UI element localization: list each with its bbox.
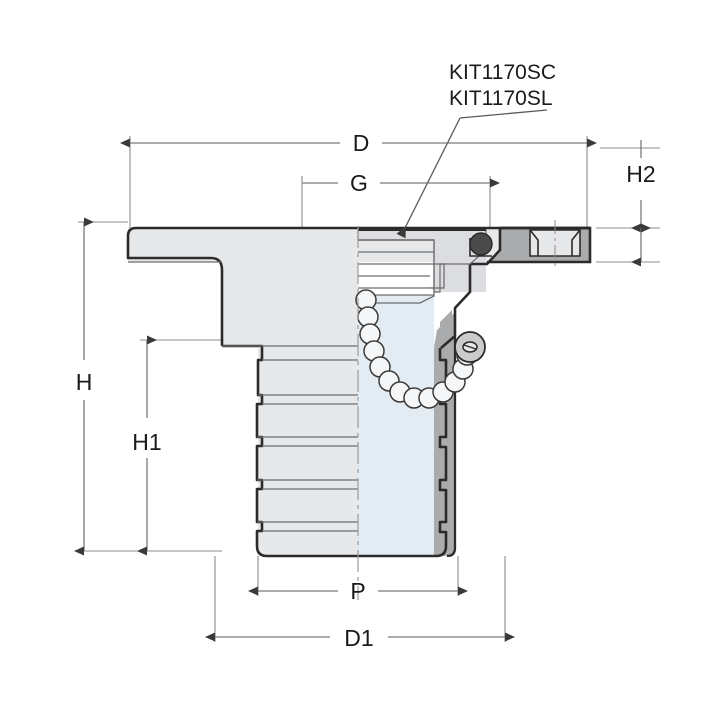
inner-barb-outline-right — [358, 348, 448, 558]
dimension-H1: H1 — [132, 335, 162, 556]
part-label-kit1170sc: KIT1170SC — [449, 61, 556, 84]
dimension-P: P — [248, 578, 468, 604]
right-outer-edge-fillet — [446, 547, 457, 558]
oring-groove — [469, 238, 492, 257]
dimension-label-H2: H2 — [626, 161, 655, 187]
dimension-label-H1: H1 — [132, 429, 161, 455]
dimension-label-G: G — [350, 170, 368, 196]
hose-barb-left — [258, 348, 358, 555]
bolt-hole-chamfer-right — [571, 229, 581, 256]
right-wall-upper — [440, 228, 590, 345]
dimension-G: G — [302, 170, 500, 196]
cap-lower-profile — [358, 240, 435, 304]
bolt-hole-bore — [529, 229, 581, 257]
flange-right-block — [487, 220, 592, 270]
dimension-label-H: H — [76, 369, 93, 395]
chain-anchor-pivot — [454, 331, 486, 363]
bolt-hole-chamfer-left — [529, 229, 539, 256]
dimension-H: H — [74, 217, 94, 556]
right-wall-lower — [434, 312, 455, 556]
cap-shoulder — [430, 263, 445, 289]
dimension-H2: H2 — [626, 140, 656, 267]
hose-barb-outline-left — [222, 344, 358, 558]
dimension-D1: D1 — [205, 625, 515, 651]
dimension-D: D — [120, 130, 597, 156]
dimension-label-D1: D1 — [344, 625, 373, 651]
part-label-leader — [396, 109, 548, 239]
part-label-kit1170sl: KIT1170SL — [449, 87, 553, 110]
oring-seal — [469, 232, 493, 256]
dimension-label-D: D — [353, 130, 370, 156]
body-outlines — [126, 226, 590, 346]
dimension-label-P: P — [350, 578, 365, 604]
hose-barb-ribs — [222, 345, 358, 532]
threaded-cap — [357, 229, 493, 304]
